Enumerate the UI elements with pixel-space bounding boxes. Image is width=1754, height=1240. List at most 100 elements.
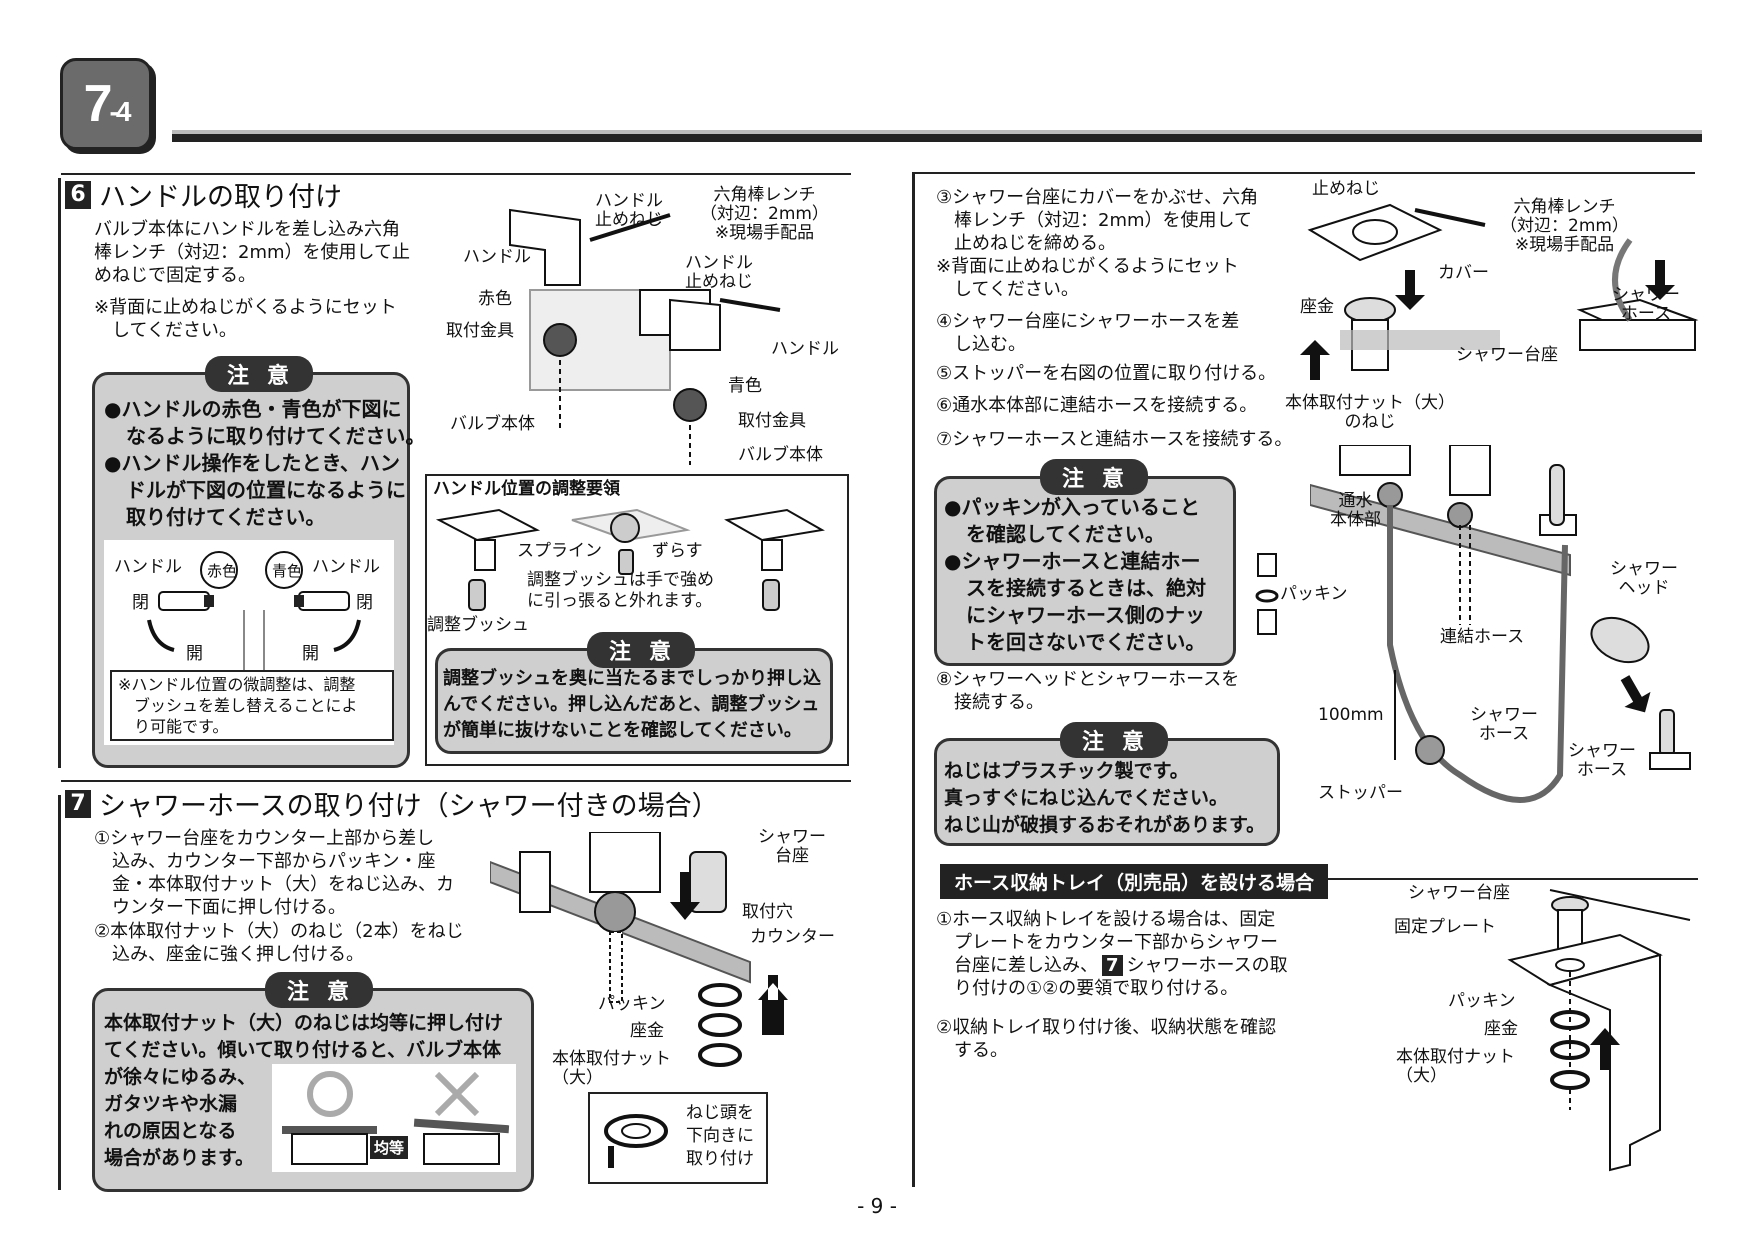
s6-body-line: 棒レンチ（対辺：2mm）を使用して止 xyxy=(94,242,410,263)
lbl: 下向きに xyxy=(686,1126,754,1146)
label-open-right: 開 xyxy=(302,644,319,664)
r-cover: カバー xyxy=(1438,263,1489,283)
tray-step2: ②収納トレイ取り付け後、収納状態を確認 する。 xyxy=(936,1016,1276,1062)
chapter-main: 7 xyxy=(83,75,113,133)
tray-washer: 座金 xyxy=(1484,1019,1518,1039)
tray-step1: ①ホース収納トレイを設ける場合は、固定 プレートをカウンター下部からシャワー 台… xyxy=(936,908,1288,1000)
r-step5: ⑤ストッパーを右図の位置に取り付ける。 xyxy=(936,363,1277,384)
r-caution1-text: ●パッキンが入っていること を確認してください。 ●シャワーホースと連結ホー ス… xyxy=(944,494,1206,656)
step-line: ①ホース収納トレイを設ける場合は、固定 xyxy=(936,909,1276,930)
r-shower-head: シャワーヘッド xyxy=(1610,560,1678,598)
tray-shower-base: シャワー台座 xyxy=(1408,883,1510,903)
screw-note-text: ねじ頭を 下向きに 取り付け xyxy=(686,1102,754,1171)
s6-note-line: ※背面に止めねじがくるようにセット xyxy=(94,297,397,318)
label-red: 赤色 xyxy=(207,562,238,580)
r-step6: ⑥通水本体部に連結ホースを接続する。 xyxy=(936,395,1258,416)
step-line: ③シャワー台座にカバーをかぶせ、六角 xyxy=(936,187,1259,208)
r-step7: ⑦シャワーホースと連結ホースを接続する。 xyxy=(936,429,1293,450)
chapter-badge: 7-4 xyxy=(60,58,152,150)
fig7-nut: 本体取付ナット（大） xyxy=(552,1050,671,1088)
lbl: 六角棒レンチ xyxy=(1513,197,1616,217)
label-handle-right: ハンドル xyxy=(312,557,380,577)
s7-title: 7 シャワーホースの取り付け（シャワー付きの場合） xyxy=(65,784,719,823)
lbl: シャワー xyxy=(758,827,826,847)
fig7-washer: 座金 xyxy=(630,1021,664,1041)
even-label: 均等 xyxy=(370,1136,409,1159)
lbl: 取り付け xyxy=(686,1149,754,1169)
lbl: 台座 xyxy=(775,846,809,866)
caution-label: 注意 xyxy=(1060,722,1169,758)
lbl: ヘッド xyxy=(1618,578,1670,598)
r-caution2-tag: 注意 xyxy=(1060,722,1169,758)
fig7-shower-base: シャワー台座 xyxy=(758,828,826,866)
step-line: ②収納トレイ取り付け後、収納状態を確認 xyxy=(936,1017,1277,1038)
tray-nut: 本体取付ナット（大） xyxy=(1396,1048,1515,1086)
caution-line: ドルが下図の位置になるように xyxy=(126,478,406,502)
lbl: ねじ頭を xyxy=(686,1103,754,1123)
lbl: シャワー xyxy=(1610,559,1678,579)
s7-top-rule xyxy=(61,780,851,782)
fig6-valve: バルブ本体 xyxy=(450,414,535,434)
r-shower-hose: シャワーホース xyxy=(1612,286,1680,324)
handle-position-diagram: ハンドル 赤色 青色 ハンドル 閉 閉 開 開 ※ハンドル位置の微調整は、調整 … xyxy=(104,540,394,745)
step-line: 込み、カウンター下部からパッキン・座 xyxy=(112,851,436,872)
lbl: ※現場手配品 xyxy=(714,223,815,243)
r-washer: 座金 xyxy=(1300,297,1334,317)
lbl: ホース xyxy=(1620,304,1672,324)
s6-title-text: ハンドルの取り付け xyxy=(99,182,342,213)
step-line: 込み、座金に強く押し付ける。 xyxy=(112,944,364,965)
r-dim: 100mm xyxy=(1318,705,1384,725)
s6-caution-tag: 注意 xyxy=(205,356,314,392)
chapter-sub: -4 xyxy=(109,96,132,127)
adj-bush: 調整ブッシュ xyxy=(427,615,529,635)
right-top-rule xyxy=(915,172,1695,174)
label-open-left: 開 xyxy=(186,644,203,664)
adj-caution-tag: 注意 xyxy=(587,632,696,668)
step-line: してください。 xyxy=(954,279,1079,300)
lbl: ハンドル xyxy=(685,253,753,273)
s6-body-line: バルブ本体にハンドルを差し込み六角 xyxy=(94,219,400,240)
fig6-handle: ハンドル xyxy=(463,247,531,267)
caution-line: れの原因となる xyxy=(104,1120,237,1142)
fig6-handle-screw2: ハンドル止めねじ xyxy=(685,254,753,292)
lbl: （対辺：2mm） xyxy=(1500,216,1629,236)
caution-line: ●パッキンが入っていること xyxy=(944,495,1200,519)
lbl: 本体取付ナット（大） xyxy=(1285,393,1455,413)
lbl: ホース xyxy=(1576,760,1628,780)
step-line: 棒レンチ（対辺：2mm）を使用して xyxy=(954,210,1252,231)
caution-line: が簡単に抜けないことを確認してください。 xyxy=(443,720,802,741)
label-close-right: 閉 xyxy=(356,593,373,613)
s6-top-rule xyxy=(61,173,851,175)
screw-note-svg xyxy=(604,1114,668,1168)
lbl: 止めねじ xyxy=(685,272,753,292)
r-shower-hose2: シャワーホース xyxy=(1470,706,1538,744)
step-line: し込む。 xyxy=(954,334,1026,355)
s6-note-line: してください。 xyxy=(112,320,237,341)
caution-line: ガタツキや水漏 xyxy=(104,1093,238,1115)
step-line: 台座に差し込み、 xyxy=(954,955,1098,976)
caution-line: 本体取付ナット（大）のねじは均等に押し付け xyxy=(104,1012,504,1034)
caution-line: ねじはプラスチック製です。 xyxy=(944,760,1189,782)
r-caution1-box xyxy=(934,476,1236,666)
s7-title-text: シャワーホースの取り付け（シャワー付きの場合） xyxy=(99,791,719,822)
s6-diag-note: ※ハンドル位置の微調整は、調整 ブッシュを差し替えることによ り可能です。 xyxy=(110,670,394,741)
diag-note-line: ※ハンドル位置の微調整は、調整 xyxy=(118,675,356,694)
r-hose-figure xyxy=(1310,445,1691,803)
lbl: （大） xyxy=(1396,1066,1447,1086)
s6-faucet-figure xyxy=(509,208,781,465)
r-nut: 本体取付ナット（大）のねじ xyxy=(1285,394,1455,432)
adj-shift: ずらす xyxy=(652,541,703,561)
lbl: 本体取付ナット xyxy=(552,1049,671,1069)
lbl: 調整ブッシュは手で強め xyxy=(527,570,714,590)
caution-line: てください。傾いて取り付けると、バルブ本体 xyxy=(104,1039,502,1061)
s7-num: 7 xyxy=(65,789,91,818)
tray-packing: パッキン xyxy=(1448,991,1516,1011)
r-link-hose: 連結ホース xyxy=(1440,627,1525,647)
fig6-wrench: 六角棒レンチ（対辺：2mm）※現場手配品 xyxy=(700,186,829,243)
s6-body: バルブ本体にハンドルを差し込み六角 棒レンチ（対辺：2mm）を使用して止 めねじ… xyxy=(94,218,410,287)
adj-spline: スプライン xyxy=(517,541,602,561)
step-line: ウンター下面に押し付ける。 xyxy=(112,897,346,918)
s6-note: ※背面に止めねじがくるようにセット してください。 xyxy=(94,296,397,342)
step-line: ⑧シャワーヘッドとシャワーホースを xyxy=(936,669,1240,690)
fig6-red: 赤色 xyxy=(478,289,512,309)
